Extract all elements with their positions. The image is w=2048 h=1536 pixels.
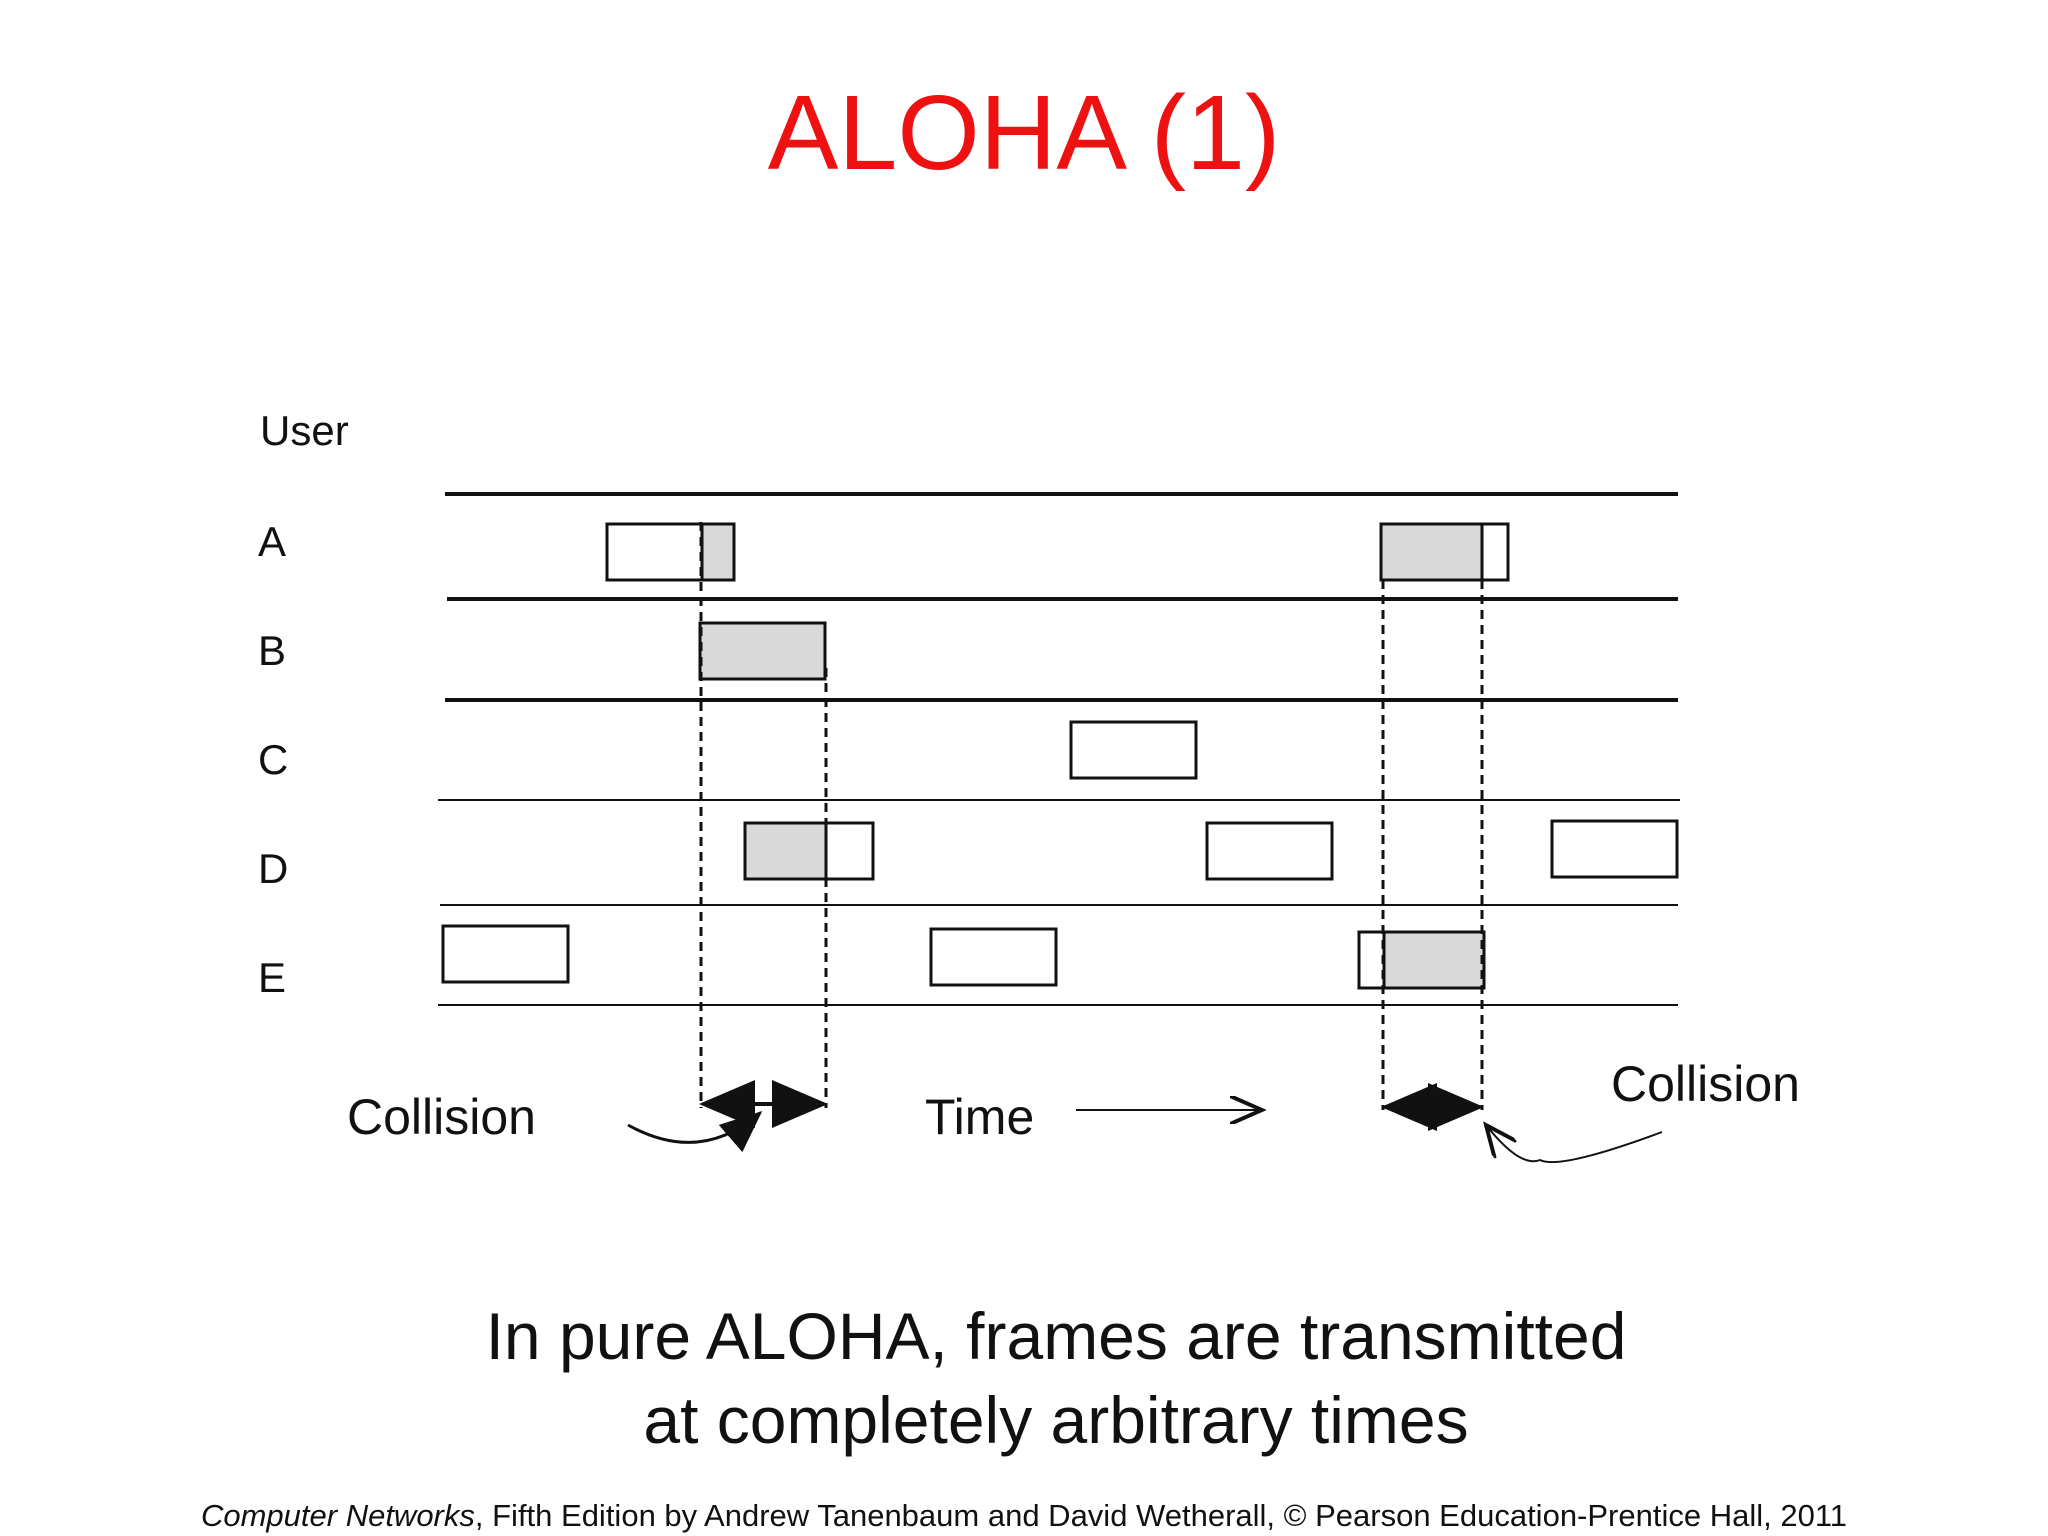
collision-pointer-left <box>627 1111 763 1153</box>
frame-a-1-collided-part <box>700 522 736 582</box>
copyright-footer: Computer Networks, Fifth Edition by Andr… <box>0 1496 2048 1536</box>
slide-title: ALOHA (1) <box>767 74 1281 192</box>
user-label-d: D <box>258 845 288 892</box>
frame-e-3-collided-part <box>1382 930 1486 990</box>
collision-label-left: Collision <box>347 1089 536 1145</box>
collision-pointer-right <box>1486 1125 1663 1163</box>
slide-caption: In pure ALOHA, frames are transmitted at… <box>0 1294 2048 1462</box>
frame-e-1 <box>441 924 570 984</box>
collision-label-right: Collision <box>1611 1056 1800 1112</box>
user-header: User <box>260 407 349 454</box>
frame-d-1-collided-part <box>743 821 828 881</box>
footer-rest: , Fifth Edition by Andrew Tanenbaum and … <box>474 1498 1848 1533</box>
caption-line-2: at completely arbitrary times <box>643 1383 1469 1457</box>
frame-e-2 <box>929 927 1058 987</box>
caption-line-1: In pure ALOHA, frames are transmitted <box>485 1299 1627 1373</box>
time-label: Time <box>925 1089 1034 1145</box>
frame-c-1 <box>1069 720 1198 780</box>
user-label-e: E <box>258 954 286 1001</box>
frame-d-2 <box>1205 821 1334 881</box>
footer-book-title: Computer Networks <box>200 1498 475 1533</box>
user-label-c: C <box>258 736 288 783</box>
frame-b-1 <box>698 621 827 681</box>
user-label-a: A <box>258 518 286 565</box>
frame-d-3 <box>1550 819 1679 879</box>
user-label-b: B <box>258 627 286 674</box>
frame-a-2-collided-part <box>1379 522 1484 582</box>
